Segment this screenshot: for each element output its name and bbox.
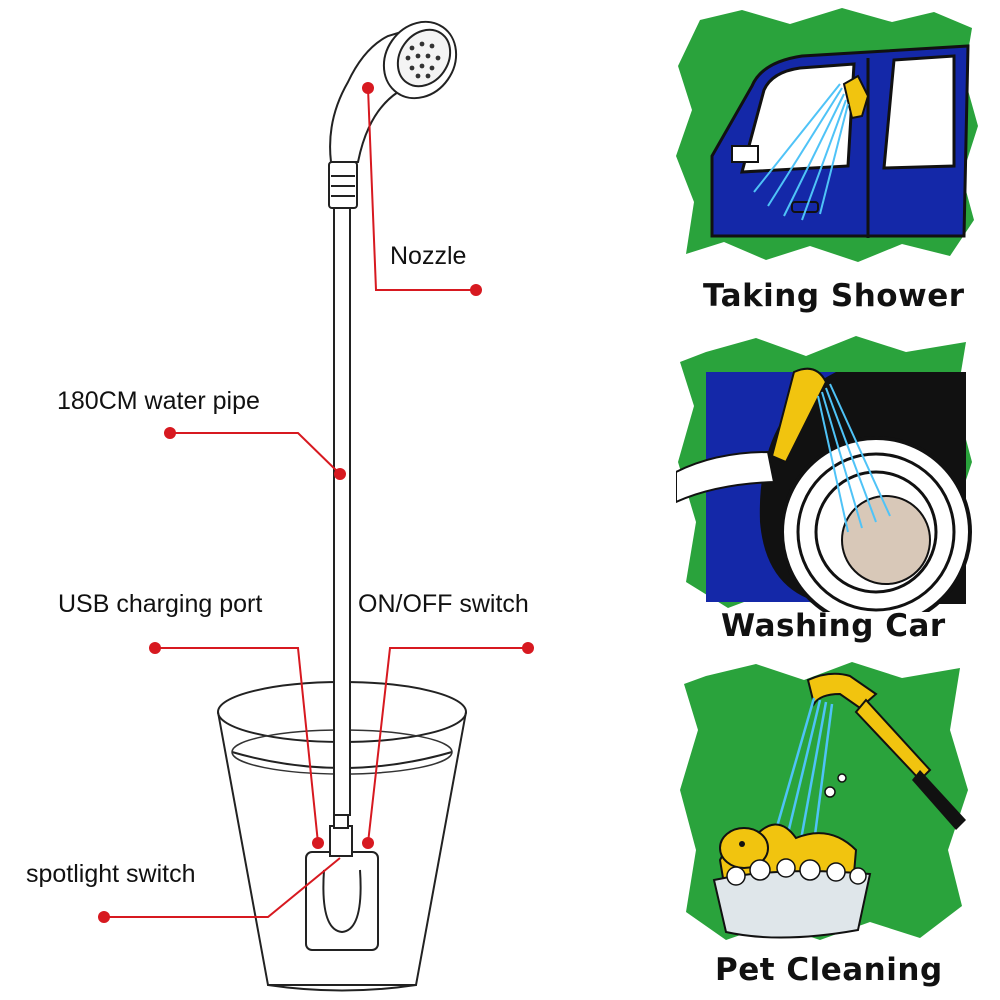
pet-wash-scene bbox=[680, 662, 968, 940]
use-caption-pet: Pet Cleaning bbox=[715, 952, 943, 988]
pipe-dot-b bbox=[334, 468, 346, 480]
use-caption-shower: Taking Shower bbox=[703, 278, 965, 314]
car-wash-scene bbox=[676, 336, 972, 612]
power-switch-label: ON/OFF switch bbox=[358, 590, 529, 618]
switch-dot-b bbox=[362, 837, 374, 849]
water-pipe-label: 180CM water pipe bbox=[57, 387, 260, 415]
usb-dot-a bbox=[149, 642, 161, 654]
spotlight-dot-a bbox=[98, 911, 110, 923]
nozzle-dot-a bbox=[362, 82, 374, 94]
shower-scene bbox=[676, 8, 978, 262]
spotlight-leader bbox=[104, 857, 341, 918]
pipe-dot-a bbox=[164, 427, 176, 439]
shower-head bbox=[382, 20, 458, 100]
water-pipe bbox=[328, 28, 432, 816]
spotlight-switch-label: spotlight switch bbox=[26, 860, 196, 888]
nozzle-dot-b bbox=[470, 284, 482, 296]
usb-dot-b bbox=[312, 837, 324, 849]
nozzle-leader bbox=[367, 87, 476, 291]
switch-dot-a bbox=[522, 642, 534, 654]
shower-product-drawing bbox=[98, 20, 534, 992]
use-caption-car: Washing Car bbox=[721, 608, 946, 644]
pipe-leader bbox=[170, 432, 341, 475]
switch-leader bbox=[367, 647, 528, 844]
usb-leader bbox=[155, 647, 319, 844]
usb-port-label: USB charging port bbox=[58, 590, 263, 618]
nozzle-label: Nozzle bbox=[390, 242, 467, 270]
